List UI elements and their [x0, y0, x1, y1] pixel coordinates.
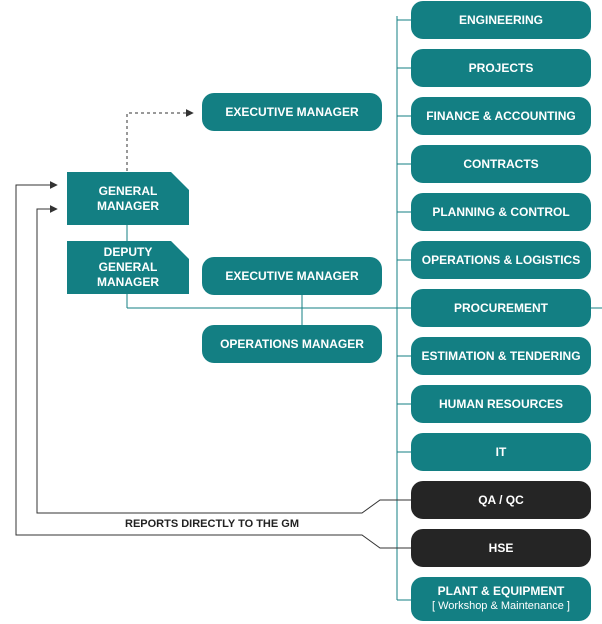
executive-manager-top-label: EXECUTIVE MANAGER — [225, 104, 359, 119]
dept-projects: PROJECTS — [411, 49, 591, 87]
executive-manager-mid-label: EXECUTIVE MANAGER — [225, 268, 359, 283]
dept-plant-subtitle: [ Workshop & Maintenance ] — [432, 600, 570, 612]
dept-label: PLANT & EQUIPMENT — [437, 584, 565, 598]
dept-procurement: PROCUREMENT — [411, 289, 591, 327]
deputy-general-manager-box: DEPUTY GENERAL MANAGER — [67, 241, 189, 294]
dept-label: PROCUREMENT — [453, 300, 548, 315]
operations-manager-label: OPERATIONS MANAGER — [220, 336, 364, 351]
dept-operations-logistics: OPERATIONS & LOGISTICS — [411, 241, 591, 279]
gm-exec-dotted-arrow — [126, 109, 194, 171]
dept-label: PROJECTS — [468, 60, 534, 75]
dept-label: HUMAN RESOURCES — [438, 396, 563, 411]
dept-engineering: ENGINEERING — [411, 1, 591, 39]
general-manager-box: GENERAL MANAGER — [67, 172, 189, 225]
dept-label: HSE — [488, 540, 514, 555]
dept-plant-equipment: PLANT & EQUIPMENT [ Workshop & Maintenan… — [411, 577, 591, 621]
dept-label: ENGINEERING — [458, 12, 543, 27]
department-stub-lines — [397, 19, 411, 601]
qaqc-report-arrow — [36, 205, 411, 514]
general-manager-label: GENERAL MANAGER — [97, 183, 159, 213]
dept-label: QA / QC — [478, 492, 524, 507]
dept-label: IT — [495, 444, 507, 459]
dept-qa-qc: QA / QC — [411, 481, 591, 519]
executive-manager-top-box: EXECUTIVE MANAGER — [202, 93, 382, 131]
dept-contracts: CONTRACTS — [411, 145, 591, 183]
reports-directly-note: REPORTS DIRECTLY TO THE GM — [125, 518, 299, 530]
dept-label: PLANNING & CONTROL — [432, 204, 570, 219]
dept-label: OPERATIONS & LOGISTICS — [421, 252, 581, 267]
dept-estimation-tendering: ESTIMATION & TENDERING — [411, 337, 591, 375]
dept-label: FINANCE & ACCOUNTING — [426, 108, 576, 123]
hse-report-arrow — [15, 181, 411, 549]
dept-finance-accounting: FINANCE & ACCOUNTING — [411, 97, 591, 135]
dept-human-resources: HUMAN RESOURCES — [411, 385, 591, 423]
dept-label: CONTRACTS — [463, 156, 539, 171]
dept-it: IT — [411, 433, 591, 471]
operations-manager-box: OPERATIONS MANAGER — [202, 325, 382, 363]
dept-label: ESTIMATION & TENDERING — [421, 348, 581, 363]
dept-planning-control: PLANNING & CONTROL — [411, 193, 591, 231]
executive-manager-mid-box: EXECUTIVE MANAGER — [202, 257, 382, 295]
deputy-general-manager-label: DEPUTY GENERAL MANAGER — [97, 245, 159, 289]
dept-hse: HSE — [411, 529, 591, 567]
